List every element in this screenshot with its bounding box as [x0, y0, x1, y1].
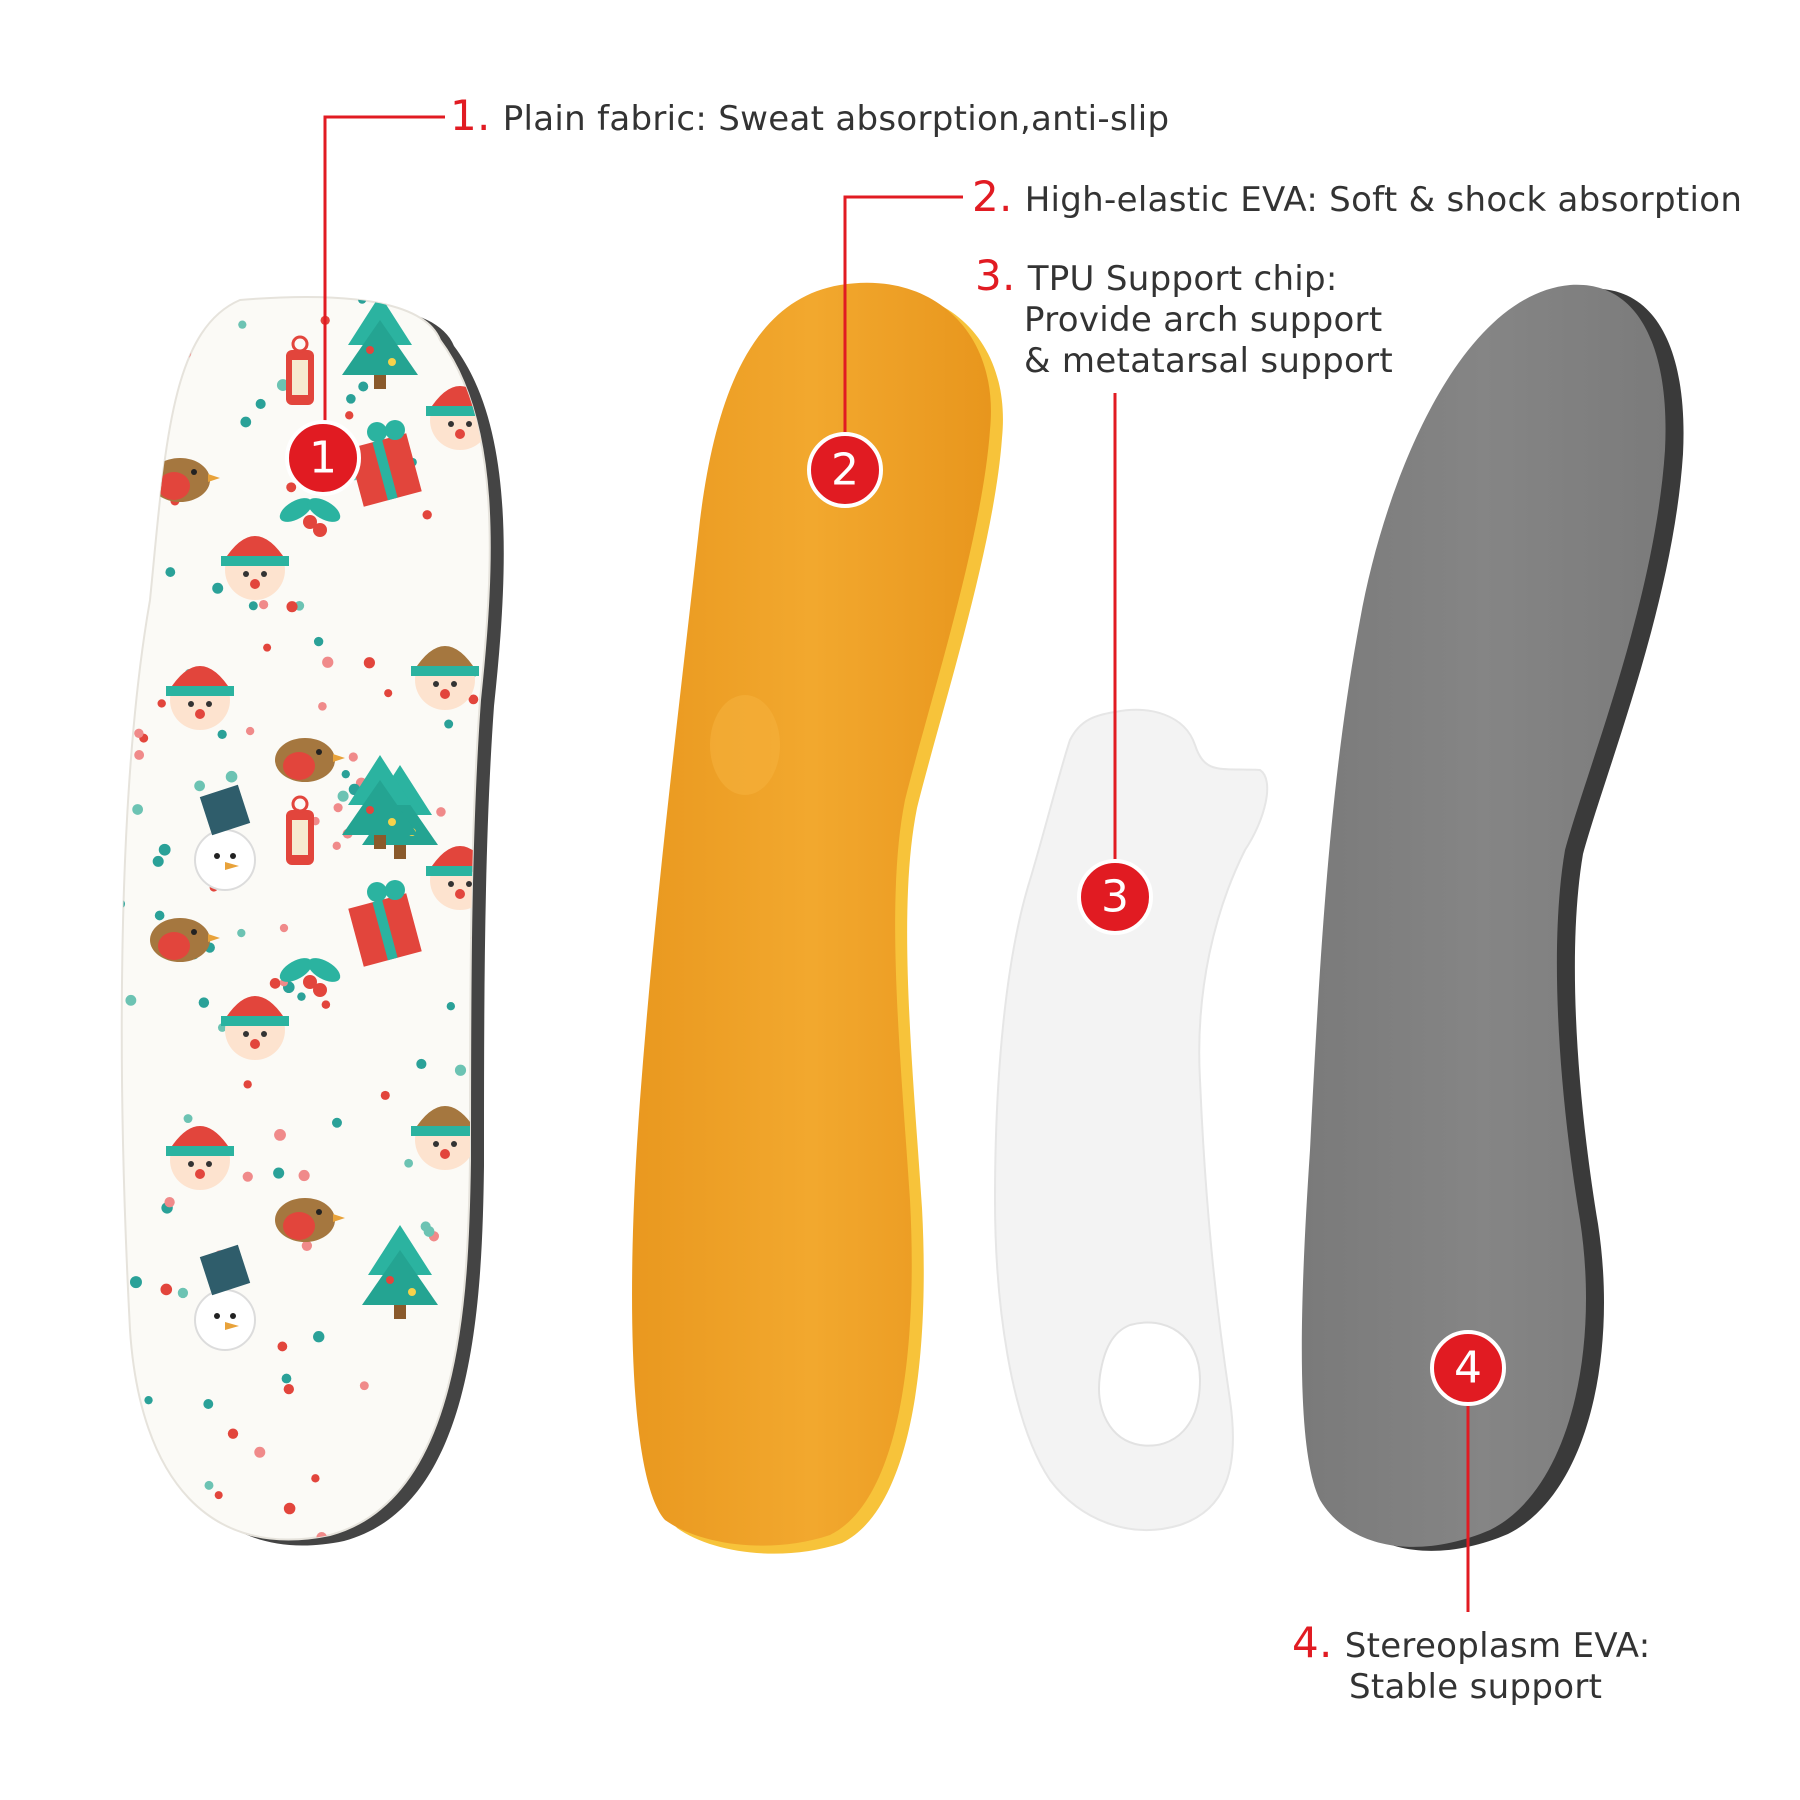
label-4-line-2: Stable support: [1349, 1667, 1603, 1707]
label-4-number: 4.: [1292, 1618, 1333, 1667]
badge-1-text: 1: [309, 433, 337, 484]
badge-2: 2: [807, 432, 883, 508]
orange-eva-insole: [632, 282, 1003, 1554]
badge-4: 4: [1430, 1330, 1506, 1406]
gray-eva-insole: [1301, 284, 1684, 1551]
gift-icon: [348, 880, 422, 967]
gift-icon: [348, 420, 422, 507]
badge-4-text: 4: [1454, 1343, 1482, 1394]
reindeer-icon: [411, 1106, 479, 1170]
robin-icon: [150, 918, 220, 962]
label-layer-1: 1.Plain fabric: Sweat absorption,anti-sl…: [450, 95, 1169, 140]
badge-1: 1: [285, 420, 361, 496]
robin-icon: [150, 458, 220, 502]
christmas-tree-icon: [342, 755, 418, 849]
label-2-text: High-elastic EVA: Soft & shock absorptio…: [1024, 180, 1743, 220]
label-3-line-3: & metatarsal support: [1024, 341, 1394, 381]
fabric-insole: [120, 295, 504, 1546]
label-1-number: 1.: [450, 91, 491, 140]
badges: 1 2 3 4: [285, 420, 1506, 1406]
leader-line-2: [843, 195, 963, 470]
leader-lines: [323, 115, 1470, 1612]
robin-icon: [275, 1198, 345, 1242]
label-layer-4: 4.Stereoplasm EVA: Stable support: [1292, 1622, 1650, 1708]
holly-icon: [279, 498, 341, 537]
christmas-pattern: [121, 296, 490, 1540]
lantern-icon: [286, 795, 314, 865]
label-3-number: 3.: [975, 251, 1016, 300]
label-4-line-1: Stereoplasm EVA:: [1344, 1626, 1651, 1666]
leader-line-1: [323, 115, 445, 458]
badge-3-text: 3: [1101, 872, 1129, 923]
tpu-support-chip: [993, 708, 1269, 1531]
santa-icon: [166, 1126, 234, 1190]
robin-icon: [275, 738, 345, 782]
label-layer-3: 3.TPU Support chip: Provide arch support…: [975, 255, 1393, 382]
lantern-icon: [286, 335, 314, 405]
label-1-text: Plain fabric: Sweat absorption,anti-slip: [502, 99, 1170, 139]
label-2-number: 2.: [972, 172, 1013, 221]
reindeer-icon: [411, 646, 479, 710]
christmas-tree-icon: [362, 1225, 438, 1319]
label-3-line-1: TPU Support chip:: [1027, 259, 1338, 299]
elf-icon: [221, 536, 289, 600]
label-layer-2: 2.High-elastic EVA: Soft & shock absorpt…: [972, 176, 1742, 221]
holly-icon: [279, 958, 341, 997]
santa-icon: [166, 666, 234, 730]
label-3-line-2: Provide arch support: [1024, 300, 1383, 340]
christmas-tree-icon: [342, 296, 418, 389]
elf-icon: [221, 996, 289, 1060]
snowman-icon: [194, 1244, 256, 1351]
badge-2-text: 2: [831, 445, 859, 496]
snowman-icon: [194, 784, 256, 891]
badge-3: 3: [1077, 859, 1153, 935]
